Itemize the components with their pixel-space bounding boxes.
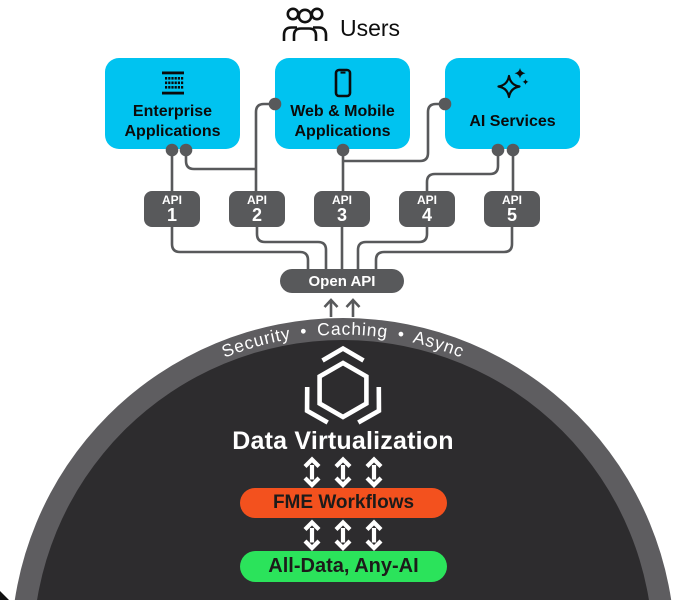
- building-grid-icon: [160, 67, 186, 99]
- ai-services-box: AI Services: [445, 58, 580, 149]
- open-api-label: Open API: [308, 272, 376, 290]
- data-virtualization-title: Data Virtualization: [232, 427, 454, 455]
- all-data-any-ai-pill: All-Data, Any-AI: [240, 551, 447, 582]
- ai-services-label: AI Services: [469, 113, 556, 131]
- all-data-any-ai-label: All-Data, Any-AI: [268, 555, 419, 577]
- users-label: Users: [340, 15, 401, 41]
- open-api-pill: Open API: [280, 269, 404, 293]
- users-icon: [282, 7, 328, 41]
- mobile-phone-icon: [333, 67, 353, 99]
- fme-workflows-pill: FME Workflows: [240, 488, 447, 518]
- fme-workflows-label: FME Workflows: [272, 492, 415, 513]
- up-arrow-icon: [345, 298, 361, 317]
- corner-artifact: [0, 591, 9, 600]
- up-arrow-icon: [323, 298, 339, 317]
- ai-sparkles-icon: [496, 67, 530, 99]
